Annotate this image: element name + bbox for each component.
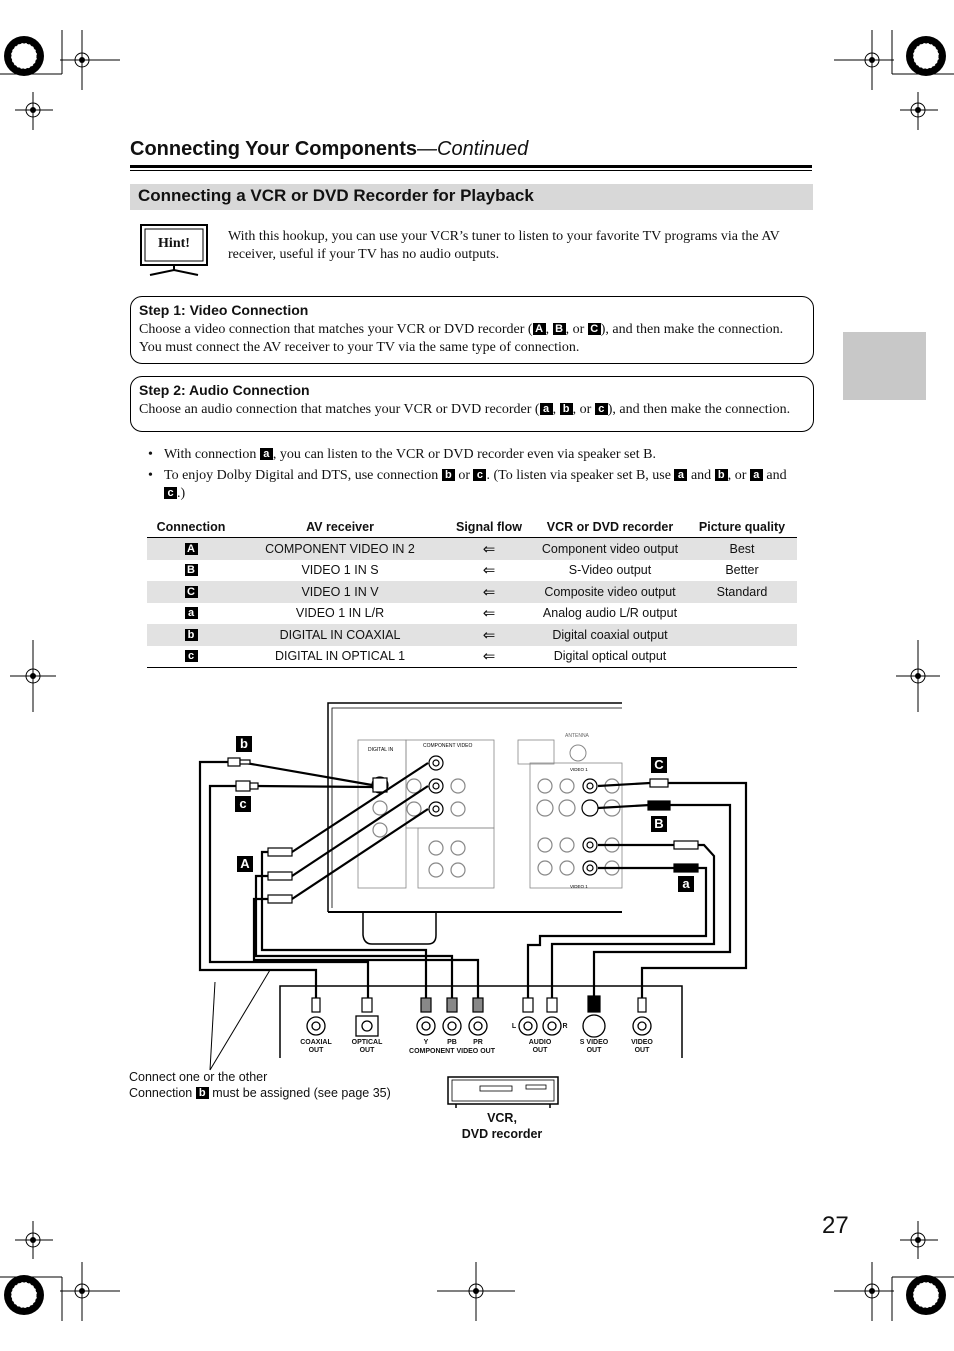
step1-text: Choose a video connection that matches y…: [139, 322, 784, 355]
receiver-panel: [327, 702, 623, 945]
picture-quality: [687, 603, 797, 625]
connection-letter: a: [184, 607, 198, 620]
col-quality: Picture quality: [687, 517, 797, 538]
receiver-input: VIDEO 1 IN L/R: [295, 606, 385, 621]
table-row: c DIGITAL IN OPTICAL 1 ⇐ Digital optical…: [147, 645, 797, 668]
table-row: C VIDEO 1 IN V ⇐ Composite video output …: [147, 581, 797, 603]
label-optical-out: OPTICAL OUT: [351, 1039, 383, 1054]
receiver-input: COMPONENT VIDEO IN 2: [235, 537, 445, 560]
table-row: A COMPONENT VIDEO IN 2 ⇐ Component video…: [147, 537, 797, 560]
connection-table: Connection AV receiver Signal flow VCR o…: [147, 517, 797, 668]
table-row: a VIDEO 1 IN L/R ⇐ Analog audio L/R outp…: [147, 603, 797, 625]
picture-quality: [687, 624, 797, 646]
device-output: S-Video output: [568, 563, 652, 578]
bullet-item: With connection a, you can listen to the…: [148, 446, 808, 464]
step2-box: [130, 376, 814, 432]
col-device: VCR or DVD recorder: [533, 517, 687, 538]
step1-box: [130, 296, 814, 364]
label-coaxial-out: COAXIAL OUT: [300, 1039, 332, 1054]
picture-quality: Best: [687, 537, 797, 560]
receiver-input: VIDEO 1 IN V: [235, 581, 445, 603]
receiver-input: DIGITAL IN OPTICAL 1: [235, 645, 445, 668]
label-pr: PR: [473, 1039, 483, 1046]
vcr-device-icon: [447, 1076, 559, 1108]
picture-quality: Better: [725, 563, 759, 578]
table-row: b DIGITAL IN COAXIAL ⇐ Digital coaxial o…: [147, 624, 797, 646]
bullet-list: With connection a, you can listen to the…: [148, 446, 808, 506]
device-output: Digital optical output: [533, 645, 687, 668]
table-row: B VIDEO 1 IN S ⇐ S-Video output Better: [147, 560, 797, 582]
badge-b: b: [236, 736, 252, 752]
badge-A: A: [237, 856, 253, 872]
connection-diagram: DIGITAL IN COMPONENT VIDEO ANTENNA VIDEO…: [198, 702, 748, 1108]
signal-arrow: ⇐: [482, 562, 496, 580]
label-video-out: VIDEO OUT: [631, 1039, 653, 1054]
connection-letter: c: [184, 650, 198, 663]
col-av-receiver: AV receiver: [235, 517, 445, 538]
assignment-note: Connect one or the other Connection b mu…: [129, 1070, 391, 1100]
device-output: Analog audio L/R output: [542, 606, 678, 621]
label-audio-out: AUDIO OUT: [528, 1039, 552, 1054]
vcr-label: VCR,DVD recorder: [461, 1111, 543, 1141]
badge-a: a: [678, 876, 694, 892]
label-pb: PB: [447, 1039, 457, 1046]
badge-C: C: [651, 757, 667, 773]
header-rule: [130, 165, 812, 168]
badge-B: B: [651, 816, 667, 832]
signal-arrow: ⇐: [445, 581, 533, 603]
step2-text: Choose an audio connection that matches …: [139, 402, 791, 417]
video1-label-bottom: VIDEO 1: [570, 884, 588, 889]
section-bar: [130, 184, 813, 210]
device-output: Digital coaxial output: [533, 624, 687, 646]
signal-arrow: ⇐: [445, 624, 533, 646]
header-rule-thin: [130, 170, 812, 171]
table-header-row: Connection AV receiver Signal flow VCR o…: [147, 517, 797, 538]
col-connection: Connection: [147, 517, 235, 538]
vcr-panel: [279, 985, 683, 1058]
badge-c: c: [235, 796, 251, 812]
receiver-input: VIDEO 1 IN S: [301, 563, 379, 578]
label-r: R: [562, 1023, 568, 1030]
picture-quality: Standard: [687, 581, 797, 603]
label-l: L: [511, 1023, 517, 1030]
antenna-label: ANTENNA: [565, 733, 590, 739]
label-y: Y: [423, 1039, 429, 1046]
connection-letter: C: [184, 585, 198, 598]
step1-title: Step 1: Video Connection: [139, 302, 309, 318]
receiver-input: DIGITAL IN COAXIAL: [235, 624, 445, 646]
bullet-item: To enjoy Dolby Digital and DTS, use conn…: [148, 467, 808, 503]
connection-letter: A: [184, 542, 198, 555]
component-video-label: COMPONENT VIDEO: [423, 743, 472, 749]
header-continued: —Continued: [417, 138, 529, 160]
hint-label: Hint!: [158, 236, 190, 251]
connection-letter: b: [184, 628, 198, 641]
label-component-video-out: COMPONENT VIDEO OUT: [409, 1048, 495, 1055]
page-number: 27: [822, 1212, 849, 1239]
signal-arrow: ⇐: [482, 605, 496, 623]
step2-title: Step 2: Audio Connection: [139, 382, 310, 398]
col-signal-flow: Signal flow: [445, 517, 533, 538]
video1-label-top: VIDEO 1: [570, 767, 588, 772]
device-output: Component video output: [533, 537, 687, 560]
digital-in-label: DIGITAL IN: [368, 747, 394, 753]
signal-arrow: ⇐: [445, 645, 533, 668]
section-title: Connecting a VCR or DVD Recorder for Pla…: [138, 186, 534, 205]
side-tab: [843, 332, 926, 400]
signal-arrow: ⇐: [445, 537, 533, 560]
device-output: Composite video output: [533, 581, 687, 603]
page-header-title: Connecting Your Components—Continued: [130, 138, 529, 160]
label-s-video-out: S VIDEO OUT: [579, 1039, 609, 1054]
connection-letter: B: [184, 564, 198, 577]
hint-text: With this hookup, you can use your VCR’s…: [228, 229, 780, 262]
hint-tv-icon: [140, 224, 208, 276]
picture-quality: [687, 645, 797, 668]
